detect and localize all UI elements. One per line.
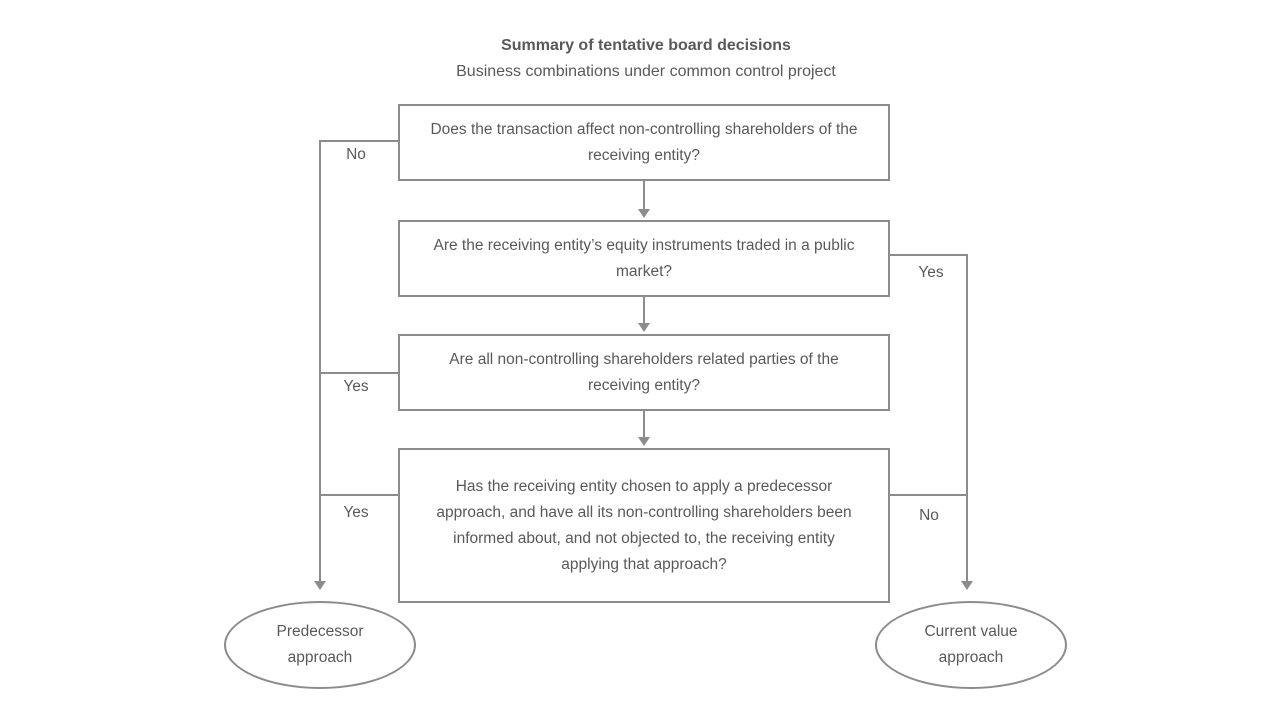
diagram-title: Summary of tentative board decisions	[501, 37, 791, 54]
question-box-1: Does the transaction affect non-controll…	[398, 104, 890, 181]
outcome-ellipse-current-value: Current value approach	[875, 601, 1067, 689]
branch-q4-no-line	[890, 494, 968, 496]
right-rail-line	[966, 254, 968, 581]
connector-q2-q3-arrowhead	[638, 323, 650, 332]
connector-q1-q2-line	[643, 180, 645, 210]
left-rail-line	[319, 140, 321, 581]
edge-label-q1-no: No	[346, 146, 366, 163]
diagram-header: Summary of tentative board decisions Bus…	[246, 33, 1046, 85]
edge-label-q2-yes: Yes	[918, 264, 944, 281]
connector-q2-q3-line	[643, 296, 645, 324]
outcome-text-predecessor: Predecessor approach	[276, 623, 364, 666]
branch-q4-yes-line	[319, 494, 399, 496]
question-text-2: Are the receiving entity’s equity instru…	[433, 236, 855, 280]
question-text-3: Are all non-controlling shareholders rel…	[449, 350, 839, 394]
branch-q2-yes-line	[890, 254, 968, 256]
edge-label-q4-no: No	[919, 507, 939, 524]
question-box-4: Has the receiving entity chosen to apply…	[398, 448, 890, 603]
connector-q3-q4-line	[643, 410, 645, 438]
connector-q3-q4-arrowhead	[638, 437, 650, 446]
right-rail-arrowhead	[961, 581, 973, 590]
edge-label-q3-yes: Yes	[343, 378, 369, 395]
question-box-3: Are all non-controlling shareholders rel…	[398, 334, 890, 411]
outcome-text-current-value: Current value approach	[924, 623, 1018, 666]
left-rail-arrowhead	[314, 581, 326, 590]
edge-label-q4-yes: Yes	[343, 504, 369, 521]
connector-q1-q2-arrowhead	[638, 209, 650, 218]
branch-q3-yes-line	[319, 372, 399, 374]
question-box-2: Are the receiving entity’s equity instru…	[398, 220, 890, 297]
branch-q1-no-line	[319, 140, 399, 142]
question-text-4: Has the receiving entity chosen to apply…	[436, 477, 852, 573]
outcome-ellipse-predecessor: Predecessor approach	[224, 601, 416, 689]
diagram-subtitle: Business combinations under common contr…	[456, 63, 836, 80]
question-text-1: Does the transaction affect non-controll…	[430, 120, 858, 164]
